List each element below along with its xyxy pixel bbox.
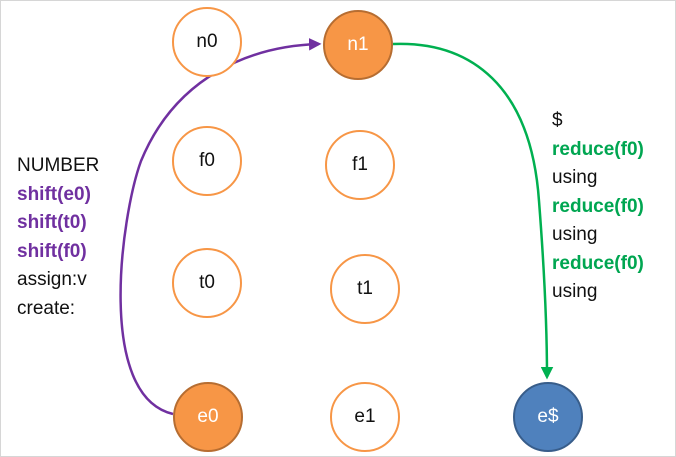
reduce-edge-n1-to-e-end [392, 42, 554, 380]
right-label-line: using [552, 281, 598, 302]
left-label-line: shift(e0) [17, 183, 91, 205]
node-n0: n0 [172, 7, 242, 77]
node-t0: t0 [172, 248, 242, 318]
node-label: n1 [347, 34, 369, 55]
node-e-end: e$ [513, 382, 583, 452]
node-e1: e1 [330, 382, 400, 452]
right-label-line: using [552, 224, 598, 245]
node-label: e1 [354, 406, 376, 427]
right-label-line: $ [552, 110, 563, 131]
right-label-line: reduce(f0) [552, 252, 644, 274]
right-label-line: using [552, 167, 598, 188]
left-label-line: create: [17, 297, 76, 319]
left-label-line: shift(f0) [17, 240, 87, 262]
node-label: e$ [537, 406, 559, 427]
right-label-line: reduce(f0) [552, 195, 644, 217]
shift-edge-e0-to-n1 [119, 38, 322, 416]
node-label: e0 [197, 406, 219, 427]
right-label-line: reduce(f0) [552, 138, 644, 160]
left-label-line: NUMBER [17, 155, 100, 176]
node-label: t1 [357, 278, 373, 299]
node-label: f0 [199, 150, 215, 171]
node-f0: f0 [172, 126, 242, 196]
right-action-labels: $ reduce(f0) using reduce(f0) using redu… [552, 107, 644, 307]
left-label-line: assign:v [17, 269, 87, 290]
left-label-line: shift(t0) [17, 212, 87, 233]
node-label: n0 [196, 31, 218, 52]
left-action-labels: NUMBER shift(e0) shift(t0) shift(f0) ass… [17, 152, 99, 323]
node-f1: f1 [325, 130, 395, 200]
node-e0: e0 [173, 382, 243, 452]
node-label: t0 [199, 272, 215, 293]
node-label: f1 [352, 154, 368, 175]
node-n1: n1 [323, 10, 393, 80]
node-t1: t1 [330, 254, 400, 324]
